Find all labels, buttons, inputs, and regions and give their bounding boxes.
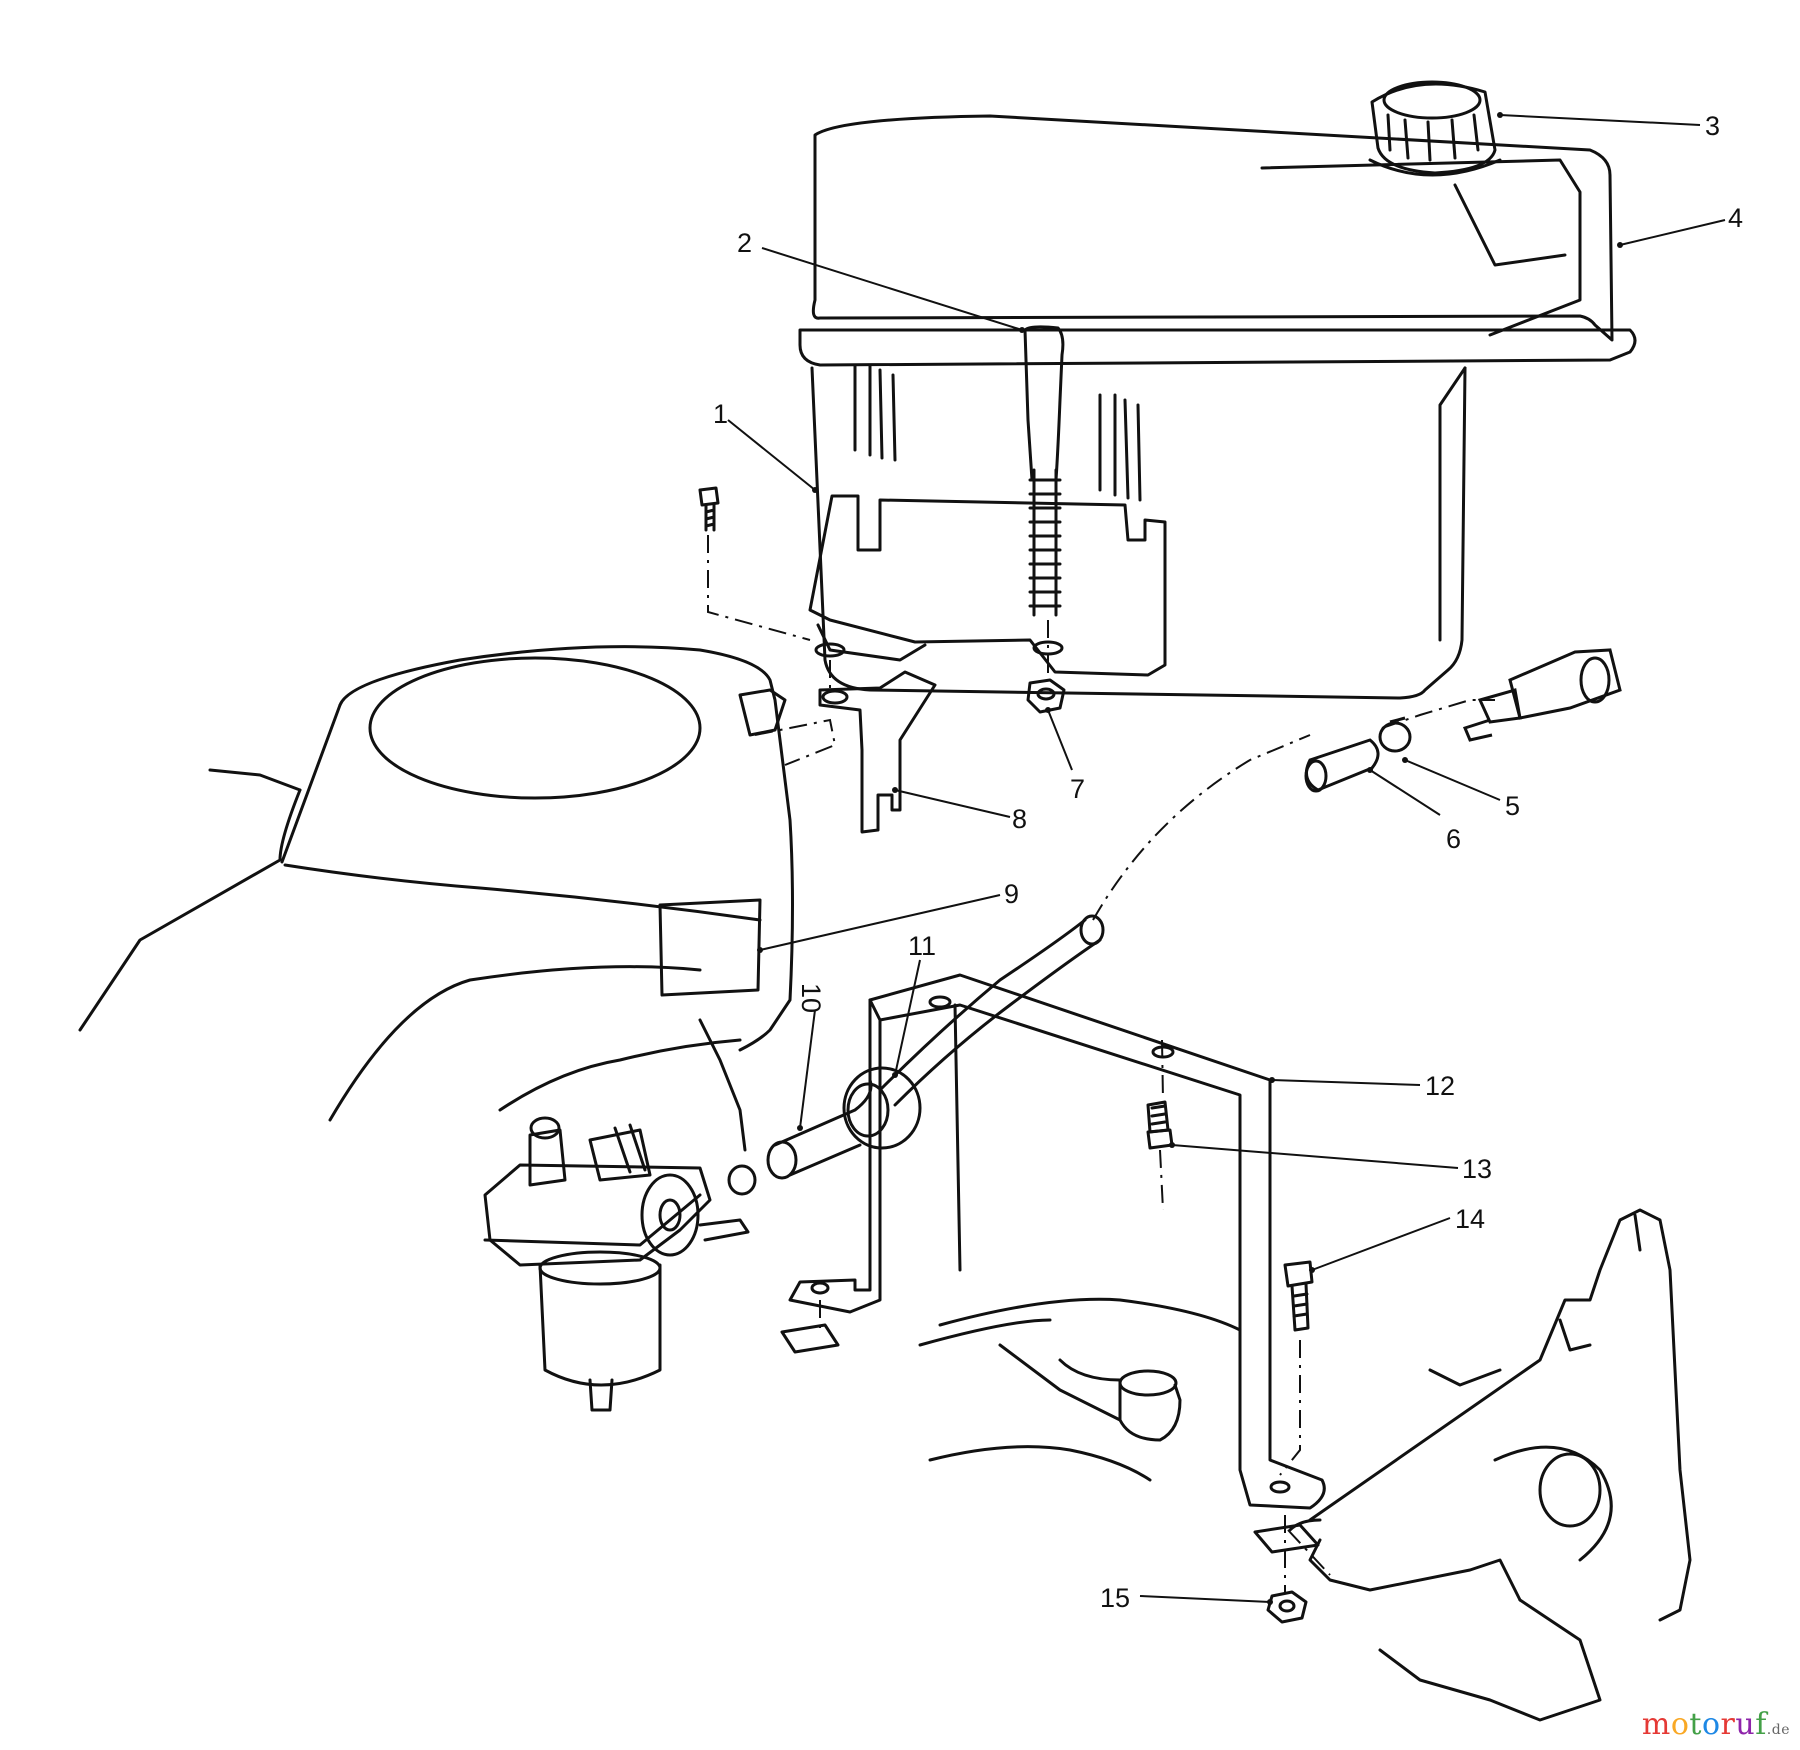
nut-15	[1266, 1590, 1308, 1624]
callout-9: 9	[1004, 879, 1019, 909]
tank-strap	[1023, 325, 1065, 617]
leader-4	[1619, 219, 1726, 246]
leader-13	[1171, 1144, 1459, 1169]
callout-12: 12	[1425, 1071, 1455, 1101]
watermark-logo: motoruf.de	[1642, 1707, 1790, 1742]
bolt-14	[1283, 1260, 1314, 1332]
nut-7	[1026, 678, 1066, 714]
hose-6	[1304, 738, 1380, 793]
leader-9	[759, 894, 1001, 951]
fuel-valve	[1462, 648, 1622, 742]
leader-5	[1404, 759, 1501, 801]
leader-15	[1139, 1595, 1271, 1603]
watermark-letter: u	[1735, 1707, 1756, 1742]
watermark-letter: o	[1670, 1707, 1690, 1742]
callout-4: 4	[1728, 203, 1743, 233]
callout-14: 14	[1455, 1204, 1485, 1234]
mower-frame	[918, 1208, 1692, 1722]
clamp-5	[1378, 716, 1412, 753]
leader-6	[1369, 769, 1441, 816]
carburetor	[483, 1116, 750, 1412]
leader-3	[1499, 114, 1701, 126]
leader-10	[799, 1009, 816, 1129]
leader-2	[761, 247, 1023, 331]
engine-shroud	[78, 645, 794, 1152]
fuel-tank	[798, 114, 1637, 700]
callout-11: 11	[908, 931, 936, 961]
leader-8	[894, 789, 1011, 818]
callout-6: 6	[1446, 824, 1461, 854]
callout-8: 8	[1012, 804, 1027, 834]
watermark-letter: r	[1720, 1707, 1736, 1742]
watermark-letter: f	[1755, 1707, 1767, 1742]
callout-3: 3	[1705, 111, 1720, 141]
watermark-letter: o	[1701, 1707, 1721, 1742]
lower-bracket-8	[818, 670, 937, 834]
tank-bracket	[808, 494, 1167, 677]
leader-11	[894, 959, 921, 1076]
callout-7: 7	[1070, 774, 1085, 804]
watermark-letter: t	[1689, 1707, 1702, 1742]
leader-14	[1311, 1217, 1451, 1271]
leader-1	[727, 419, 816, 491]
callout-15: 15	[1100, 1583, 1130, 1613]
watermark-letter: m	[1641, 1707, 1671, 1742]
lower-plate	[780, 1323, 1320, 1554]
callout-10: 10	[796, 983, 826, 1013]
bolt-13	[1146, 1100, 1174, 1150]
callout-2: 2	[737, 228, 752, 258]
leader-7	[1047, 709, 1073, 771]
callout-1: 1	[713, 399, 728, 429]
bracket-screw	[698, 486, 720, 532]
leader-12	[1271, 1079, 1421, 1086]
fuel-cap	[1368, 80, 1502, 177]
mount-bracket-12	[788, 973, 1326, 1510]
callout-13: 13	[1462, 1154, 1492, 1184]
callout-5: 5	[1505, 791, 1520, 821]
watermark-tld: .de	[1766, 1722, 1790, 1738]
